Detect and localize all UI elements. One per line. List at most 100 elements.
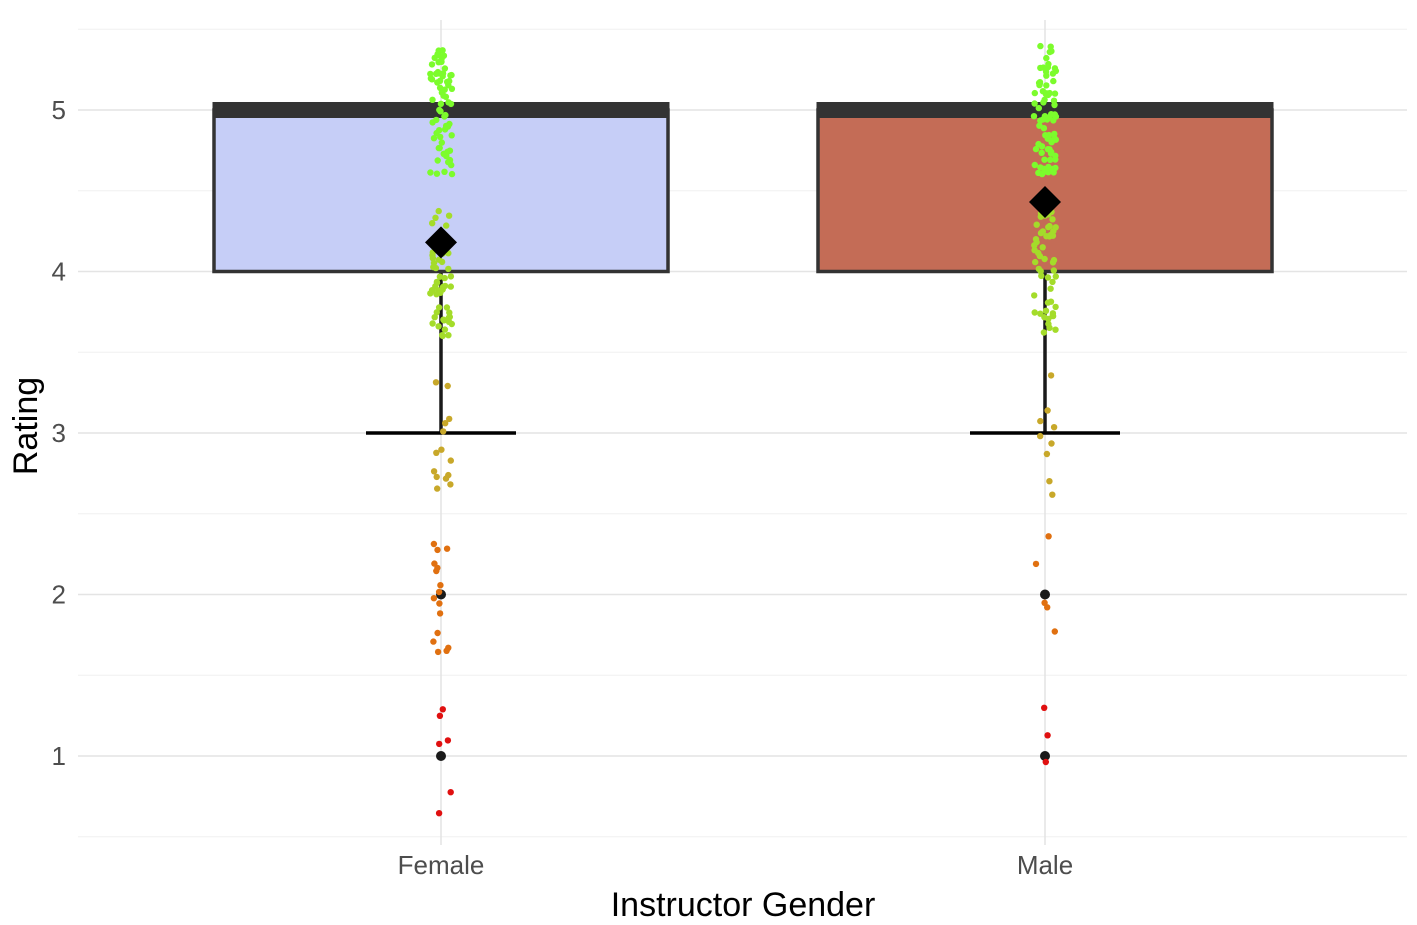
jitter-point bbox=[433, 278, 441, 286]
jitter-point bbox=[430, 540, 438, 548]
jitter-point bbox=[447, 457, 454, 464]
jitter-point bbox=[1048, 166, 1055, 173]
jitter-point bbox=[1049, 216, 1056, 223]
jitter-point bbox=[441, 274, 448, 282]
jitter-point bbox=[435, 810, 443, 817]
jitter-point bbox=[434, 485, 441, 492]
jitter-point bbox=[430, 259, 438, 267]
jitter-point bbox=[1052, 67, 1060, 75]
mean-marker bbox=[1029, 186, 1061, 219]
jitter-point bbox=[441, 326, 449, 333]
jitter-point bbox=[432, 214, 439, 221]
jitter-point bbox=[1042, 307, 1050, 314]
jitter-point bbox=[1052, 303, 1059, 311]
jitter-point bbox=[431, 560, 438, 567]
jitter-point bbox=[442, 475, 450, 482]
jitter-point bbox=[440, 428, 447, 435]
jitter-point bbox=[1031, 309, 1038, 316]
jitter-point bbox=[438, 258, 446, 266]
jitter-point bbox=[441, 113, 448, 120]
jitter-point bbox=[1052, 224, 1059, 231]
x-tick-label: Female bbox=[398, 850, 485, 880]
jitter-point bbox=[439, 47, 446, 54]
jitter-point bbox=[432, 379, 440, 386]
jitter-point bbox=[443, 304, 451, 311]
jitter-point bbox=[1046, 89, 1053, 97]
jitter-point bbox=[1032, 560, 1040, 568]
jitter-point bbox=[435, 304, 443, 311]
jitter-point bbox=[1052, 136, 1060, 143]
jitter-point bbox=[446, 120, 453, 128]
jitter-point bbox=[433, 449, 440, 456]
jitter-point bbox=[1046, 222, 1053, 230]
jitter-point bbox=[1045, 320, 1052, 328]
jitter-point bbox=[437, 582, 444, 589]
jitter-point bbox=[1048, 440, 1055, 447]
jitter-point bbox=[446, 159, 453, 166]
jitter-point bbox=[1035, 169, 1042, 177]
jitter-point bbox=[1047, 285, 1054, 292]
jitter-point bbox=[436, 273, 444, 280]
jitter-point bbox=[1043, 72, 1050, 79]
jitter-point bbox=[448, 71, 455, 79]
jitter-point bbox=[1046, 478, 1053, 485]
jitter-point bbox=[442, 420, 449, 427]
jitter-point bbox=[433, 170, 441, 177]
jitter-point bbox=[448, 170, 456, 178]
jitter-point bbox=[446, 415, 453, 423]
jitter-point bbox=[1044, 407, 1051, 414]
mean-marker bbox=[425, 226, 457, 259]
jitter-point bbox=[445, 644, 452, 651]
jitter-point bbox=[438, 446, 445, 453]
jitter-point bbox=[1043, 82, 1050, 89]
jitter-point bbox=[435, 323, 442, 330]
jitter-point bbox=[439, 706, 446, 713]
jitter-point bbox=[1040, 99, 1047, 106]
jitter-point bbox=[436, 600, 443, 607]
jitter-point bbox=[1037, 432, 1044, 440]
jitter-point bbox=[1036, 80, 1044, 87]
jitter-point bbox=[431, 314, 438, 321]
jitter-point bbox=[1043, 450, 1051, 458]
jitter-point bbox=[448, 132, 455, 139]
jitter-point bbox=[436, 740, 443, 748]
jitter-point bbox=[434, 51, 441, 58]
jitter-point bbox=[1050, 256, 1058, 264]
jitter-point bbox=[429, 96, 436, 104]
jitter-point bbox=[429, 255, 437, 262]
jitter-point bbox=[439, 332, 446, 339]
y-tick-label: 4 bbox=[52, 257, 66, 287]
x-axis-title: Instructor Gender bbox=[611, 886, 876, 924]
jitter-point bbox=[445, 318, 453, 325]
jitter-point bbox=[1032, 236, 1040, 243]
mean-markers bbox=[425, 186, 1061, 259]
jitter-point bbox=[1038, 272, 1045, 280]
jitter-point bbox=[1042, 114, 1049, 121]
jitter-point bbox=[1033, 221, 1040, 228]
outlier-point bbox=[1040, 589, 1050, 600]
jitter-point bbox=[430, 595, 438, 602]
jitter-point bbox=[444, 382, 451, 390]
jitter-point bbox=[1052, 326, 1059, 333]
jitter-point bbox=[437, 100, 445, 108]
jitter-point bbox=[433, 473, 440, 481]
jitter-point bbox=[444, 737, 452, 744]
jitter-point bbox=[1031, 89, 1039, 97]
jitter-point bbox=[428, 61, 436, 68]
jitter-point bbox=[430, 468, 438, 475]
jitter-point bbox=[446, 147, 454, 154]
jitter-point bbox=[1040, 125, 1048, 132]
jitter-point bbox=[1042, 758, 1050, 766]
jitter-point bbox=[1049, 312, 1057, 320]
jitter-point bbox=[1050, 97, 1058, 104]
jitter-point bbox=[1035, 140, 1042, 148]
jitter-point bbox=[441, 282, 449, 290]
jitter-point bbox=[1031, 242, 1038, 249]
jitter-point bbox=[436, 610, 444, 617]
jitter-point bbox=[1032, 258, 1039, 266]
outlier-point bbox=[436, 751, 446, 761]
median-line bbox=[816, 102, 1274, 118]
y-tick-label: 1 bbox=[52, 741, 66, 771]
jitter-point bbox=[1032, 145, 1040, 153]
